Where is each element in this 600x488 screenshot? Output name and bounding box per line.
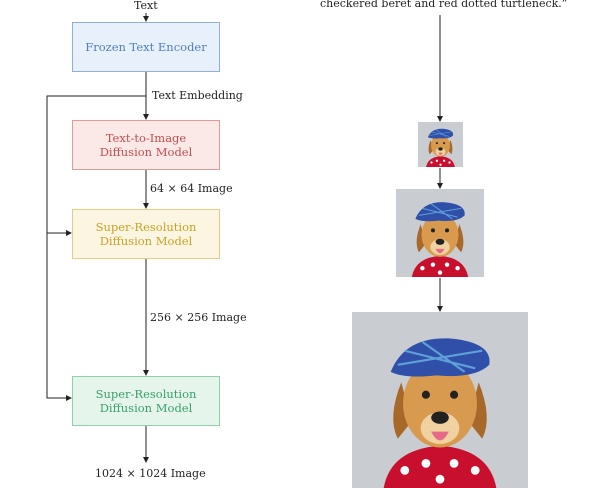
sr1-line1: Super-Resolution [95,220,197,234]
prompt-text: checkered beret and red dotted turtlenec… [320,0,568,10]
img256-label: 256 × 256 Image [150,311,247,324]
img1024-label: 1024 × 1024 Image [95,467,206,480]
dog-image-64 [418,122,463,167]
text-embedding-label: Text Embedding [152,89,243,102]
input-text-label: Text [134,0,158,12]
frozen-text-encoder-box: Frozen Text Encoder [72,22,220,72]
img64-label: 64 × 64 Image [150,182,233,195]
sr1-line2: Diffusion Model [99,234,193,248]
t2i-line2: Diffusion Model [99,145,193,159]
dog-image-1024 [352,312,528,488]
sr2-line2: Diffusion Model [99,401,193,415]
encoder-label: Frozen Text Encoder [85,40,207,54]
t2i-line1: Text-to-Image [105,131,187,145]
sr2-line1: Super-Resolution [95,387,197,401]
dog-image-256 [396,189,484,277]
